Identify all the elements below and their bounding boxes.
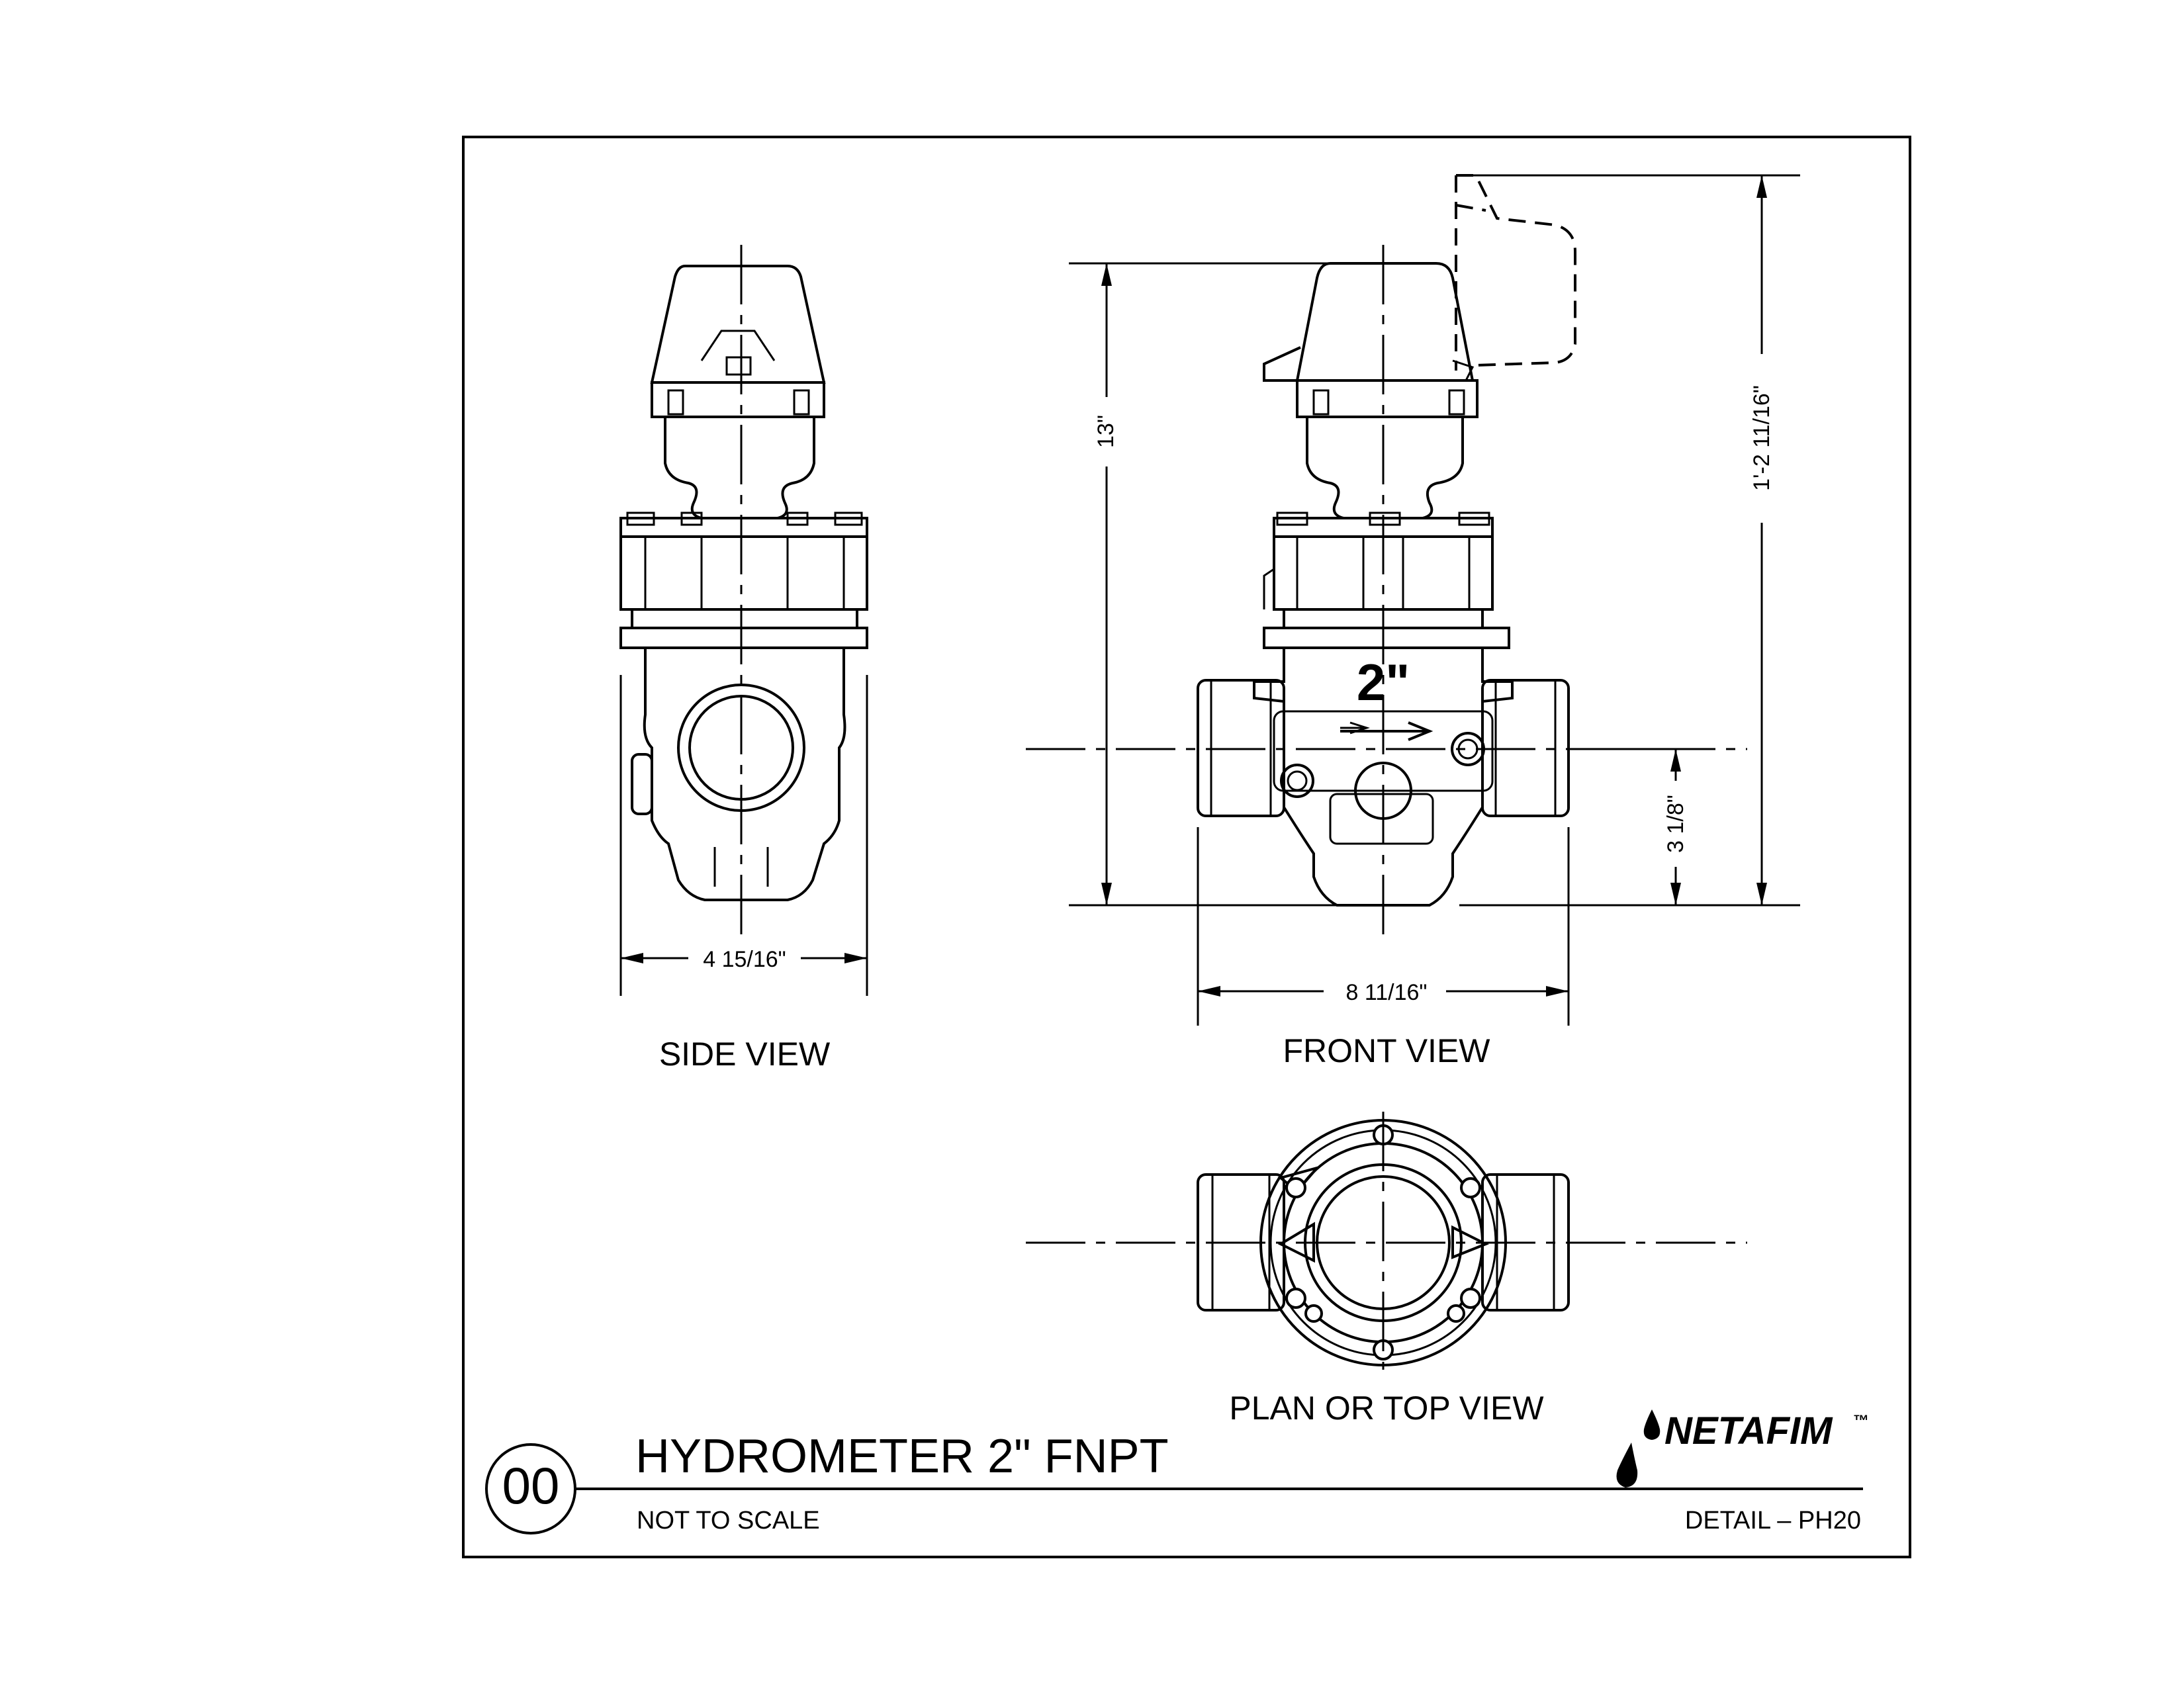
drop-icon-small bbox=[1643, 1409, 1661, 1440]
drawing-title: HYDROMETER 2" FNPT bbox=[635, 1430, 1169, 1483]
brand-trademark: ™ bbox=[1853, 1412, 1869, 1430]
plan-view-drawing bbox=[1026, 1112, 1747, 1370]
inlet-height-dimension: 3 1/8" bbox=[1663, 795, 1688, 853]
front-width-dimension: 8 11/16" bbox=[1346, 980, 1428, 1005]
netafim-logo: NETAFIM ™ bbox=[1616, 1409, 1869, 1488]
sheet-border bbox=[462, 136, 1911, 1558]
height-closed-dimension: 13" bbox=[1093, 415, 1118, 448]
side-view-label: SIDE VIEW bbox=[659, 1036, 831, 1073]
size-marking: 2" bbox=[1357, 653, 1410, 711]
side-view-drawing bbox=[619, 245, 868, 996]
brand-name: NETAFIM bbox=[1664, 1409, 1833, 1452]
plan-view-label: PLAN OR TOP VIEW bbox=[1229, 1390, 1544, 1427]
drop-icon bbox=[1616, 1443, 1638, 1488]
front-view-label: FRONT VIEW bbox=[1283, 1032, 1491, 1069]
side-width-dimension: 4 15/16" bbox=[703, 947, 786, 972]
front-view-drawing bbox=[1026, 174, 1800, 1026]
scale-note: NOT TO SCALE bbox=[637, 1507, 820, 1534]
height-open-dimension: 1'-2 11/16" bbox=[1749, 385, 1774, 491]
detail-number: 00 bbox=[502, 1456, 560, 1515]
detail-reference: DETAIL – PH20 bbox=[1685, 1507, 1861, 1534]
